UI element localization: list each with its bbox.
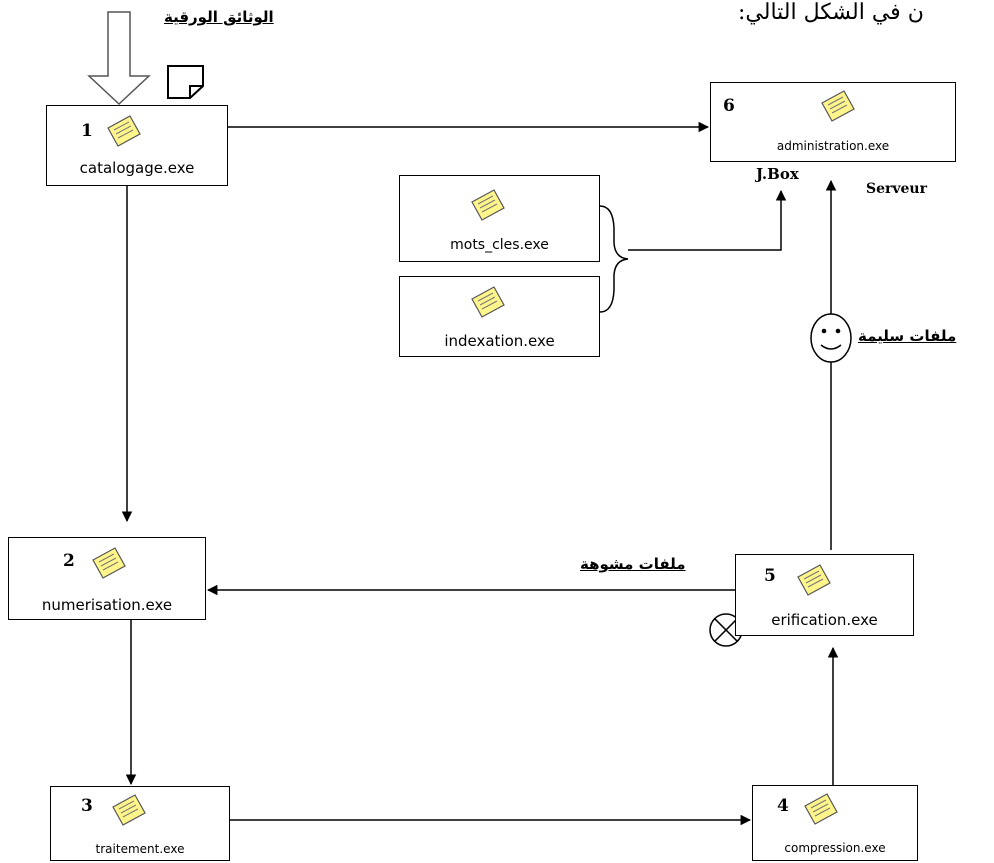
mots-cles-box[interactable]: mots_cles.exe bbox=[399, 175, 600, 262]
smiley-icon bbox=[810, 313, 852, 363]
header-text: ن في الشكل التالي: bbox=[738, 0, 924, 25]
step-number: 1 bbox=[81, 121, 93, 141]
compression-box[interactable]: 4 compression.exe bbox=[752, 785, 918, 861]
step-number: 3 bbox=[81, 796, 93, 816]
verification-box[interactable]: 5 erification.exe bbox=[735, 554, 914, 636]
sticky-note-icon bbox=[821, 90, 855, 122]
sticky-note-icon bbox=[471, 286, 505, 318]
bad-files-label: ملفات مشوهة bbox=[580, 555, 686, 573]
node-label: compression.exe bbox=[784, 841, 886, 855]
good-files-label: ملفات سليمة bbox=[858, 327, 957, 345]
node-label: erification.exe bbox=[771, 611, 878, 629]
paper-input-arrow bbox=[87, 11, 151, 106]
grouping-brace bbox=[599, 205, 629, 313]
node-label: indexation.exe bbox=[444, 332, 555, 350]
sticky-note-icon bbox=[92, 547, 126, 579]
node-label: administration.exe bbox=[776, 139, 890, 153]
jbox-label: J.Box bbox=[756, 165, 799, 183]
administration-box[interactable]: 6 administration.exe bbox=[710, 82, 956, 162]
sticky-note-icon bbox=[797, 564, 831, 596]
node-label: traitement.exe bbox=[95, 842, 185, 856]
catalogage-box[interactable]: 1 catalogage.exe bbox=[46, 105, 228, 186]
node-label: catalogage.exe bbox=[79, 159, 195, 177]
numerisation-box[interactable]: 2 numerisation.exe bbox=[8, 537, 206, 620]
sticky-note-icon bbox=[112, 794, 146, 826]
arrow-brace-to-jbox bbox=[628, 189, 787, 251]
node-label: numerisation.exe bbox=[41, 596, 173, 614]
serveur-label: Serveur bbox=[866, 181, 927, 197]
sticky-note-icon bbox=[804, 793, 838, 825]
traitement-box[interactable]: 3 traitement.exe bbox=[50, 786, 230, 861]
sticky-note-icon bbox=[471, 189, 505, 221]
node-label: mots_cles.exe bbox=[450, 237, 549, 253]
sticky-note-icon bbox=[107, 115, 141, 147]
step-number: 6 bbox=[723, 96, 735, 116]
indexation-box[interactable]: indexation.exe bbox=[399, 276, 600, 357]
step-number: 2 bbox=[63, 551, 75, 571]
document-icon bbox=[167, 65, 204, 99]
step-number: 4 bbox=[777, 796, 789, 816]
paper-documents-label: الوثائق الورقية bbox=[164, 8, 274, 26]
step-number: 5 bbox=[764, 566, 776, 586]
